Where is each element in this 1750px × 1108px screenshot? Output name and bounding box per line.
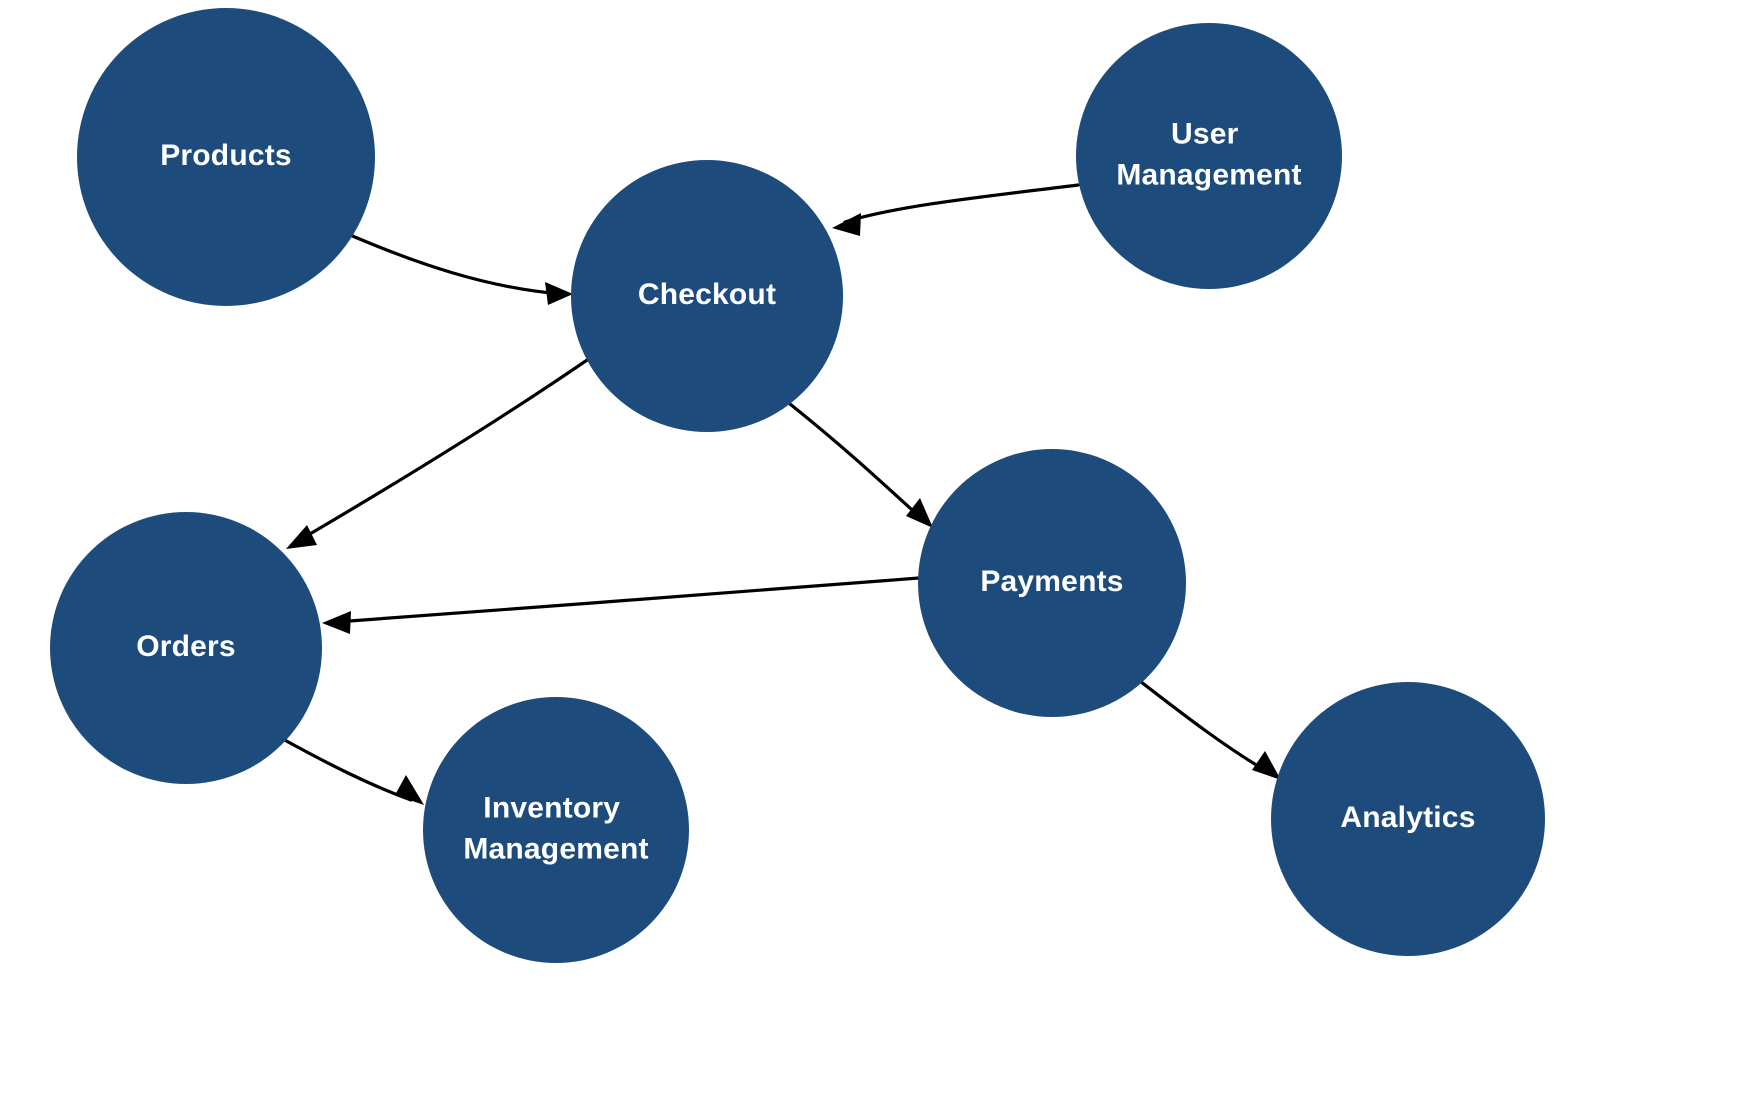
node-circle-analytics	[1271, 682, 1545, 956]
node-orders[interactable]: Orders	[50, 512, 322, 784]
edge-products-to-checkout[interactable]	[332, 226, 573, 305]
edge-layer	[279, 183, 1281, 805]
edge-user-management-to-checkout[interactable]	[832, 183, 1080, 236]
node-products[interactable]: Products	[77, 8, 375, 306]
node-circle-payments	[918, 449, 1186, 717]
node-label-products: Products	[160, 139, 292, 172]
node-layer: Products Checkout User Management Orders	[50, 8, 1545, 963]
node-inventory-management[interactable]: Inventory Management	[423, 697, 689, 963]
node-user-management[interactable]: User Management	[1076, 23, 1342, 289]
node-label-orders: Orders	[136, 630, 236, 663]
node-circle-user-management	[1076, 23, 1342, 289]
arrowhead-checkout-to-orders	[286, 525, 317, 549]
edge-path-checkout-to-orders	[296, 354, 595, 543]
node-circle-orders	[50, 512, 322, 784]
edge-checkout-to-orders[interactable]	[286, 354, 595, 549]
arrowhead-orders-to-inventory-management	[395, 775, 424, 805]
node-label-user-management: User Management	[1116, 117, 1301, 191]
node-label-inventory-management: Inventory Management	[463, 791, 648, 865]
node-payments[interactable]: Payments	[918, 449, 1186, 717]
node-label-payments: Payments	[980, 565, 1123, 598]
arrowhead-user-management-to-checkout	[832, 213, 861, 236]
node-circle-inventory-management	[423, 697, 689, 963]
edge-payments-to-analytics[interactable]	[1134, 676, 1281, 780]
edge-payments-to-orders[interactable]	[322, 576, 921, 634]
edge-path-user-management-to-checkout	[843, 183, 1080, 224]
arrowhead-payments-to-orders	[322, 611, 351, 634]
arrowhead-checkout-to-payments	[906, 498, 933, 528]
edge-path-orders-to-inventory-management	[279, 736, 413, 802]
edge-path-payments-to-orders	[334, 576, 921, 624]
node-label-checkout: Checkout	[638, 278, 776, 311]
edge-path-payments-to-analytics	[1134, 676, 1270, 774]
node-circle-products	[77, 8, 375, 306]
node-checkout[interactable]: Checkout	[571, 160, 843, 432]
edge-orders-to-inventory-management[interactable]	[279, 736, 424, 805]
edge-path-products-to-checkout	[332, 226, 563, 296]
arrowhead-payments-to-analytics	[1252, 751, 1281, 780]
edge-checkout-to-payments[interactable]	[788, 402, 933, 528]
node-label-analytics: Analytics	[1340, 801, 1475, 834]
arrowhead-products-to-checkout	[545, 282, 573, 305]
edge-path-checkout-to-payments	[788, 402, 924, 521]
node-analytics[interactable]: Analytics	[1271, 682, 1545, 956]
node-circle-checkout	[571, 160, 843, 432]
